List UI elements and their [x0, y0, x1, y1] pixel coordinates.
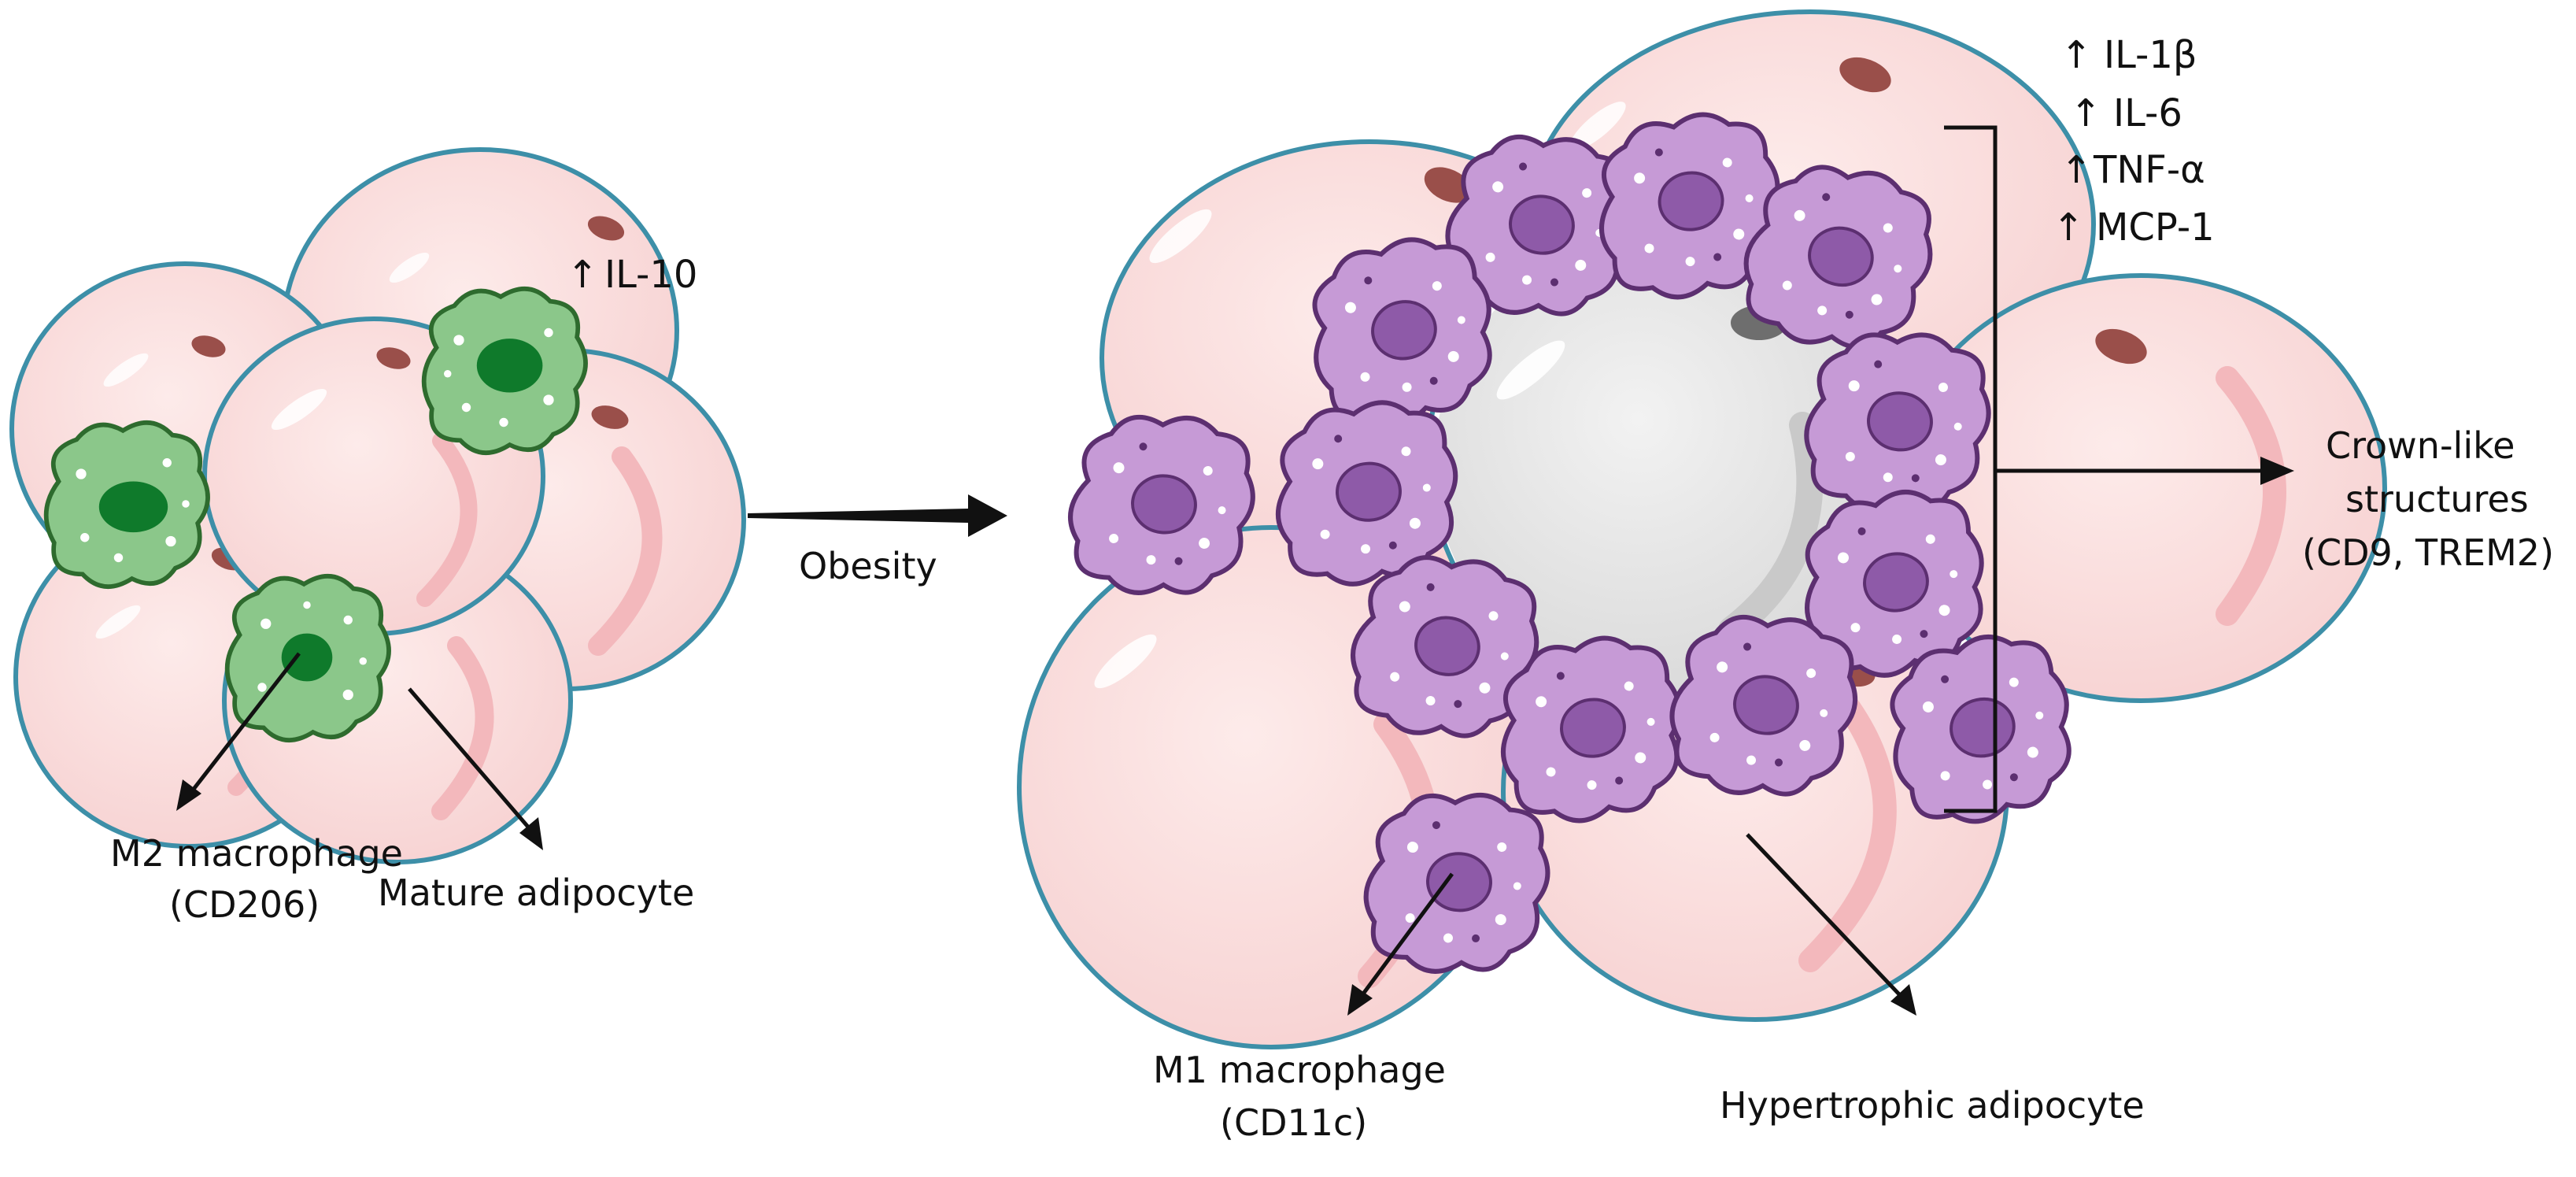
m2-macrophage-cell: [424, 289, 586, 453]
cytokine-item: TNF-α: [2093, 148, 2205, 192]
up-arrow-icon: ↑: [2060, 33, 2092, 77]
il10-label: IL-10: [604, 253, 697, 297]
up-arrow-icon: ↑: [2060, 148, 2092, 192]
m1-macrophage-cell: [1591, 107, 1788, 304]
m1-macrophage-cell: [1492, 631, 1690, 827]
normal-adipose-tissue: [9, 147, 746, 864]
m1-macrophage-cell: [1793, 483, 1996, 685]
hypertrophic-adipocyte-label: Hypertrophic adipocyte: [1720, 1084, 2145, 1127]
crown-like-label-line2: structures: [2345, 478, 2529, 520]
cytokine-item: MCP-1: [2096, 205, 2215, 250]
cytokine-item: IL-1β: [2104, 33, 2197, 77]
cytokine-item: IL-6: [2113, 91, 2182, 135]
up-arrow-icon: ↑: [2053, 205, 2084, 250]
cytokine-list: ↑ IL-1β ↑ IL-6 ↑ TNF-α ↑ MCP-1: [2053, 33, 2215, 250]
m1-pointer-arrowhead: [1347, 984, 1373, 1016]
m2-macrophage-label: M2 macrophage: [110, 832, 403, 875]
crown-like-bracket: [1944, 125, 2294, 813]
crown-like-label-line1: Crown-like: [2326, 424, 2515, 467]
m1-macrophage-cell: [1438, 124, 1641, 327]
m1-macrophage-cell: [1298, 228, 1506, 436]
m1-macrophage-cell: [1732, 151, 1946, 364]
crown-like-label-line3: (CD9, TREM2): [2302, 531, 2554, 574]
m1-marker-label: (CD11c): [1220, 1101, 1367, 1144]
mature-adipocyte-label: Mature adipocyte: [378, 872, 694, 914]
m1-macrophage-cell: [1361, 787, 1553, 979]
obese-adipose-tissue: [1017, 9, 2387, 1049]
up-arrow-icon: ↑: [2070, 91, 2101, 135]
obesity-label: Obesity: [799, 545, 937, 587]
crown-like-arrowhead: [2260, 457, 2294, 485]
obesity-arrow: [748, 494, 1007, 537]
m1-macrophage-cell: [1341, 543, 1549, 751]
m1-macrophage-cell: [1271, 398, 1463, 589]
m2-macrophage-cell: [227, 576, 389, 740]
m1-macrophage-label: M1 macrophage: [1153, 1049, 1446, 1091]
m1-macrophage-cell: [1874, 623, 2087, 835]
up-arrow-icon: ↑: [567, 253, 598, 297]
hypertrophic-pointer-arrow: [1746, 833, 1902, 997]
il10-upregulation: ↑ IL-10: [567, 253, 697, 297]
adipocyte-pointer-arrow: [408, 687, 533, 832]
hypertrophic-pointer-arrowhead: [1890, 984, 1916, 1016]
m1-pointer-arrow: [1359, 872, 1454, 997]
m1-macrophage-cell: [1801, 326, 1995, 520]
m1-macrophage-cell: [1063, 407, 1261, 604]
hypertrophic-adipocyte-cell: [1894, 273, 2387, 703]
m2-pointer-arrowhead: [176, 779, 201, 811]
m2-macrophage-cell: [46, 423, 208, 587]
m2-pointer-arrow: [187, 652, 301, 797]
m2-marker-label: (CD206): [169, 883, 320, 926]
adipocyte-pointer-arrowhead: [519, 817, 543, 850]
m1-macrophage-cell: [1662, 605, 1865, 807]
